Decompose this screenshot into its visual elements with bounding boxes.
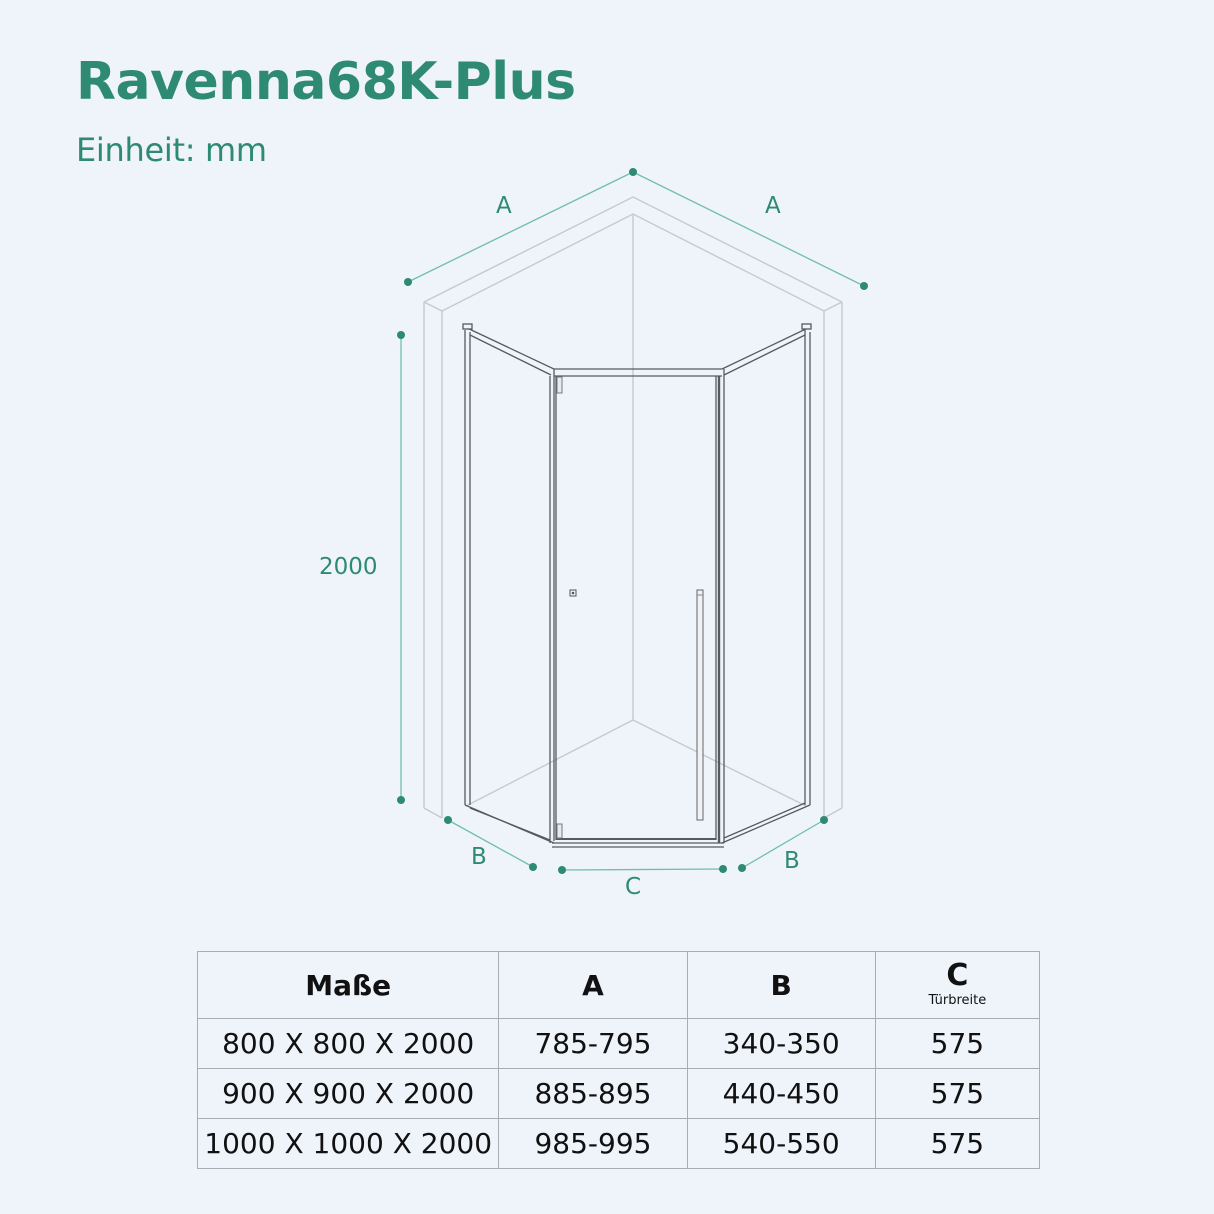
cell-a: 785-795 (498, 1018, 688, 1069)
cell-c: 575 (874, 1068, 1041, 1119)
dimension-label-a-right: A (765, 193, 781, 219)
door-handle-icon (696, 589, 704, 821)
header-a: A (498, 951, 688, 1019)
hinge-icon (556, 376, 563, 394)
unit-label: Einheit: mm (76, 131, 267, 169)
door-knob-icon (569, 589, 577, 597)
cell-c: 575 (874, 1018, 1041, 1069)
table-row: 800 X 800 X 2000 785-795 340-350 575 (196, 1018, 1041, 1069)
dimension-lines (400, 171, 865, 871)
cell-a: 985-995 (498, 1118, 688, 1169)
header-c: C Türbreite (874, 951, 1041, 1019)
cell-b: 440-450 (686, 1068, 876, 1119)
enclosure-frame (462, 323, 812, 848)
table-row: 900 X 900 X 2000 885-895 440-450 575 (196, 1068, 1041, 1119)
wall-outline (423, 196, 843, 819)
dimension-label-a-left: A (496, 193, 512, 219)
cell-b: 340-350 (686, 1018, 876, 1069)
dimensions-table: Maße A B C Türbreite 800 X 800 X 2000 78… (196, 951, 1041, 1169)
table-row: 1000 X 1000 X 2000 985-995 540-550 575 (196, 1118, 1041, 1169)
cell-c: 575 (874, 1118, 1041, 1169)
cell-size: 1000 X 1000 X 2000 (196, 1118, 500, 1169)
header-b: B (686, 951, 876, 1019)
cell-size: 800 X 800 X 2000 (196, 1018, 500, 1069)
header-size: Maße (196, 951, 500, 1019)
cell-a: 885-895 (498, 1068, 688, 1119)
dimension-label-b-right: B (784, 848, 800, 874)
dimension-label-c: C (625, 874, 642, 900)
hinge-icon (556, 823, 563, 839)
dimension-label-b-left: B (471, 844, 487, 870)
header-c-sublabel: Türbreite (928, 993, 987, 1009)
header-c-label: C (946, 958, 969, 994)
dimension-endpoint-icon (397, 168, 868, 874)
table-header-row: Maße A B C Türbreite (196, 951, 1041, 1019)
product-title: Ravenna68K-Plus (76, 52, 576, 112)
cell-size: 900 X 900 X 2000 (196, 1068, 500, 1119)
cell-b: 540-550 (686, 1118, 876, 1169)
dimension-label-height: 2000 (319, 554, 378, 580)
